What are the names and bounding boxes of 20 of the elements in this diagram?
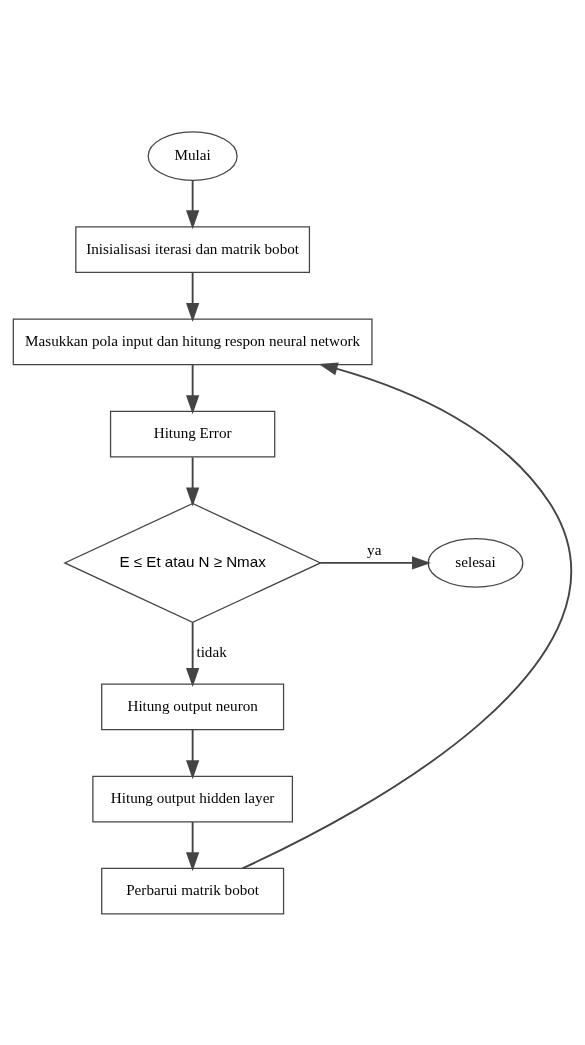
edge-label: tidak <box>196 642 227 660</box>
arrow <box>319 555 431 570</box>
node-box: Hitung output hidden layer <box>92 775 294 822</box>
node-box: Hitung output neuron <box>101 683 285 730</box>
node-ellipse: selesai <box>427 537 524 588</box>
node-box: Hitung Error <box>109 410 276 457</box>
node-diamond: E ≤ Et atau N ≥ Nmax <box>63 502 322 623</box>
node-box: Perbarui matrik bobot <box>101 867 285 915</box>
arrow <box>186 178 200 229</box>
arrow <box>241 361 572 869</box>
arrow <box>186 363 200 414</box>
node-box: Inisialisasi iterasi dan matrik bobot <box>75 225 311 273</box>
arrow <box>186 271 200 322</box>
arrow <box>186 728 200 779</box>
arrow <box>186 820 200 871</box>
node-box: Masukkan pola input dan hitung respon neural network <box>12 318 373 365</box>
arrow <box>186 455 200 506</box>
edge-label: ya <box>367 540 382 558</box>
node-ellipse: Mulai <box>147 130 238 181</box>
arrow <box>186 621 200 687</box>
